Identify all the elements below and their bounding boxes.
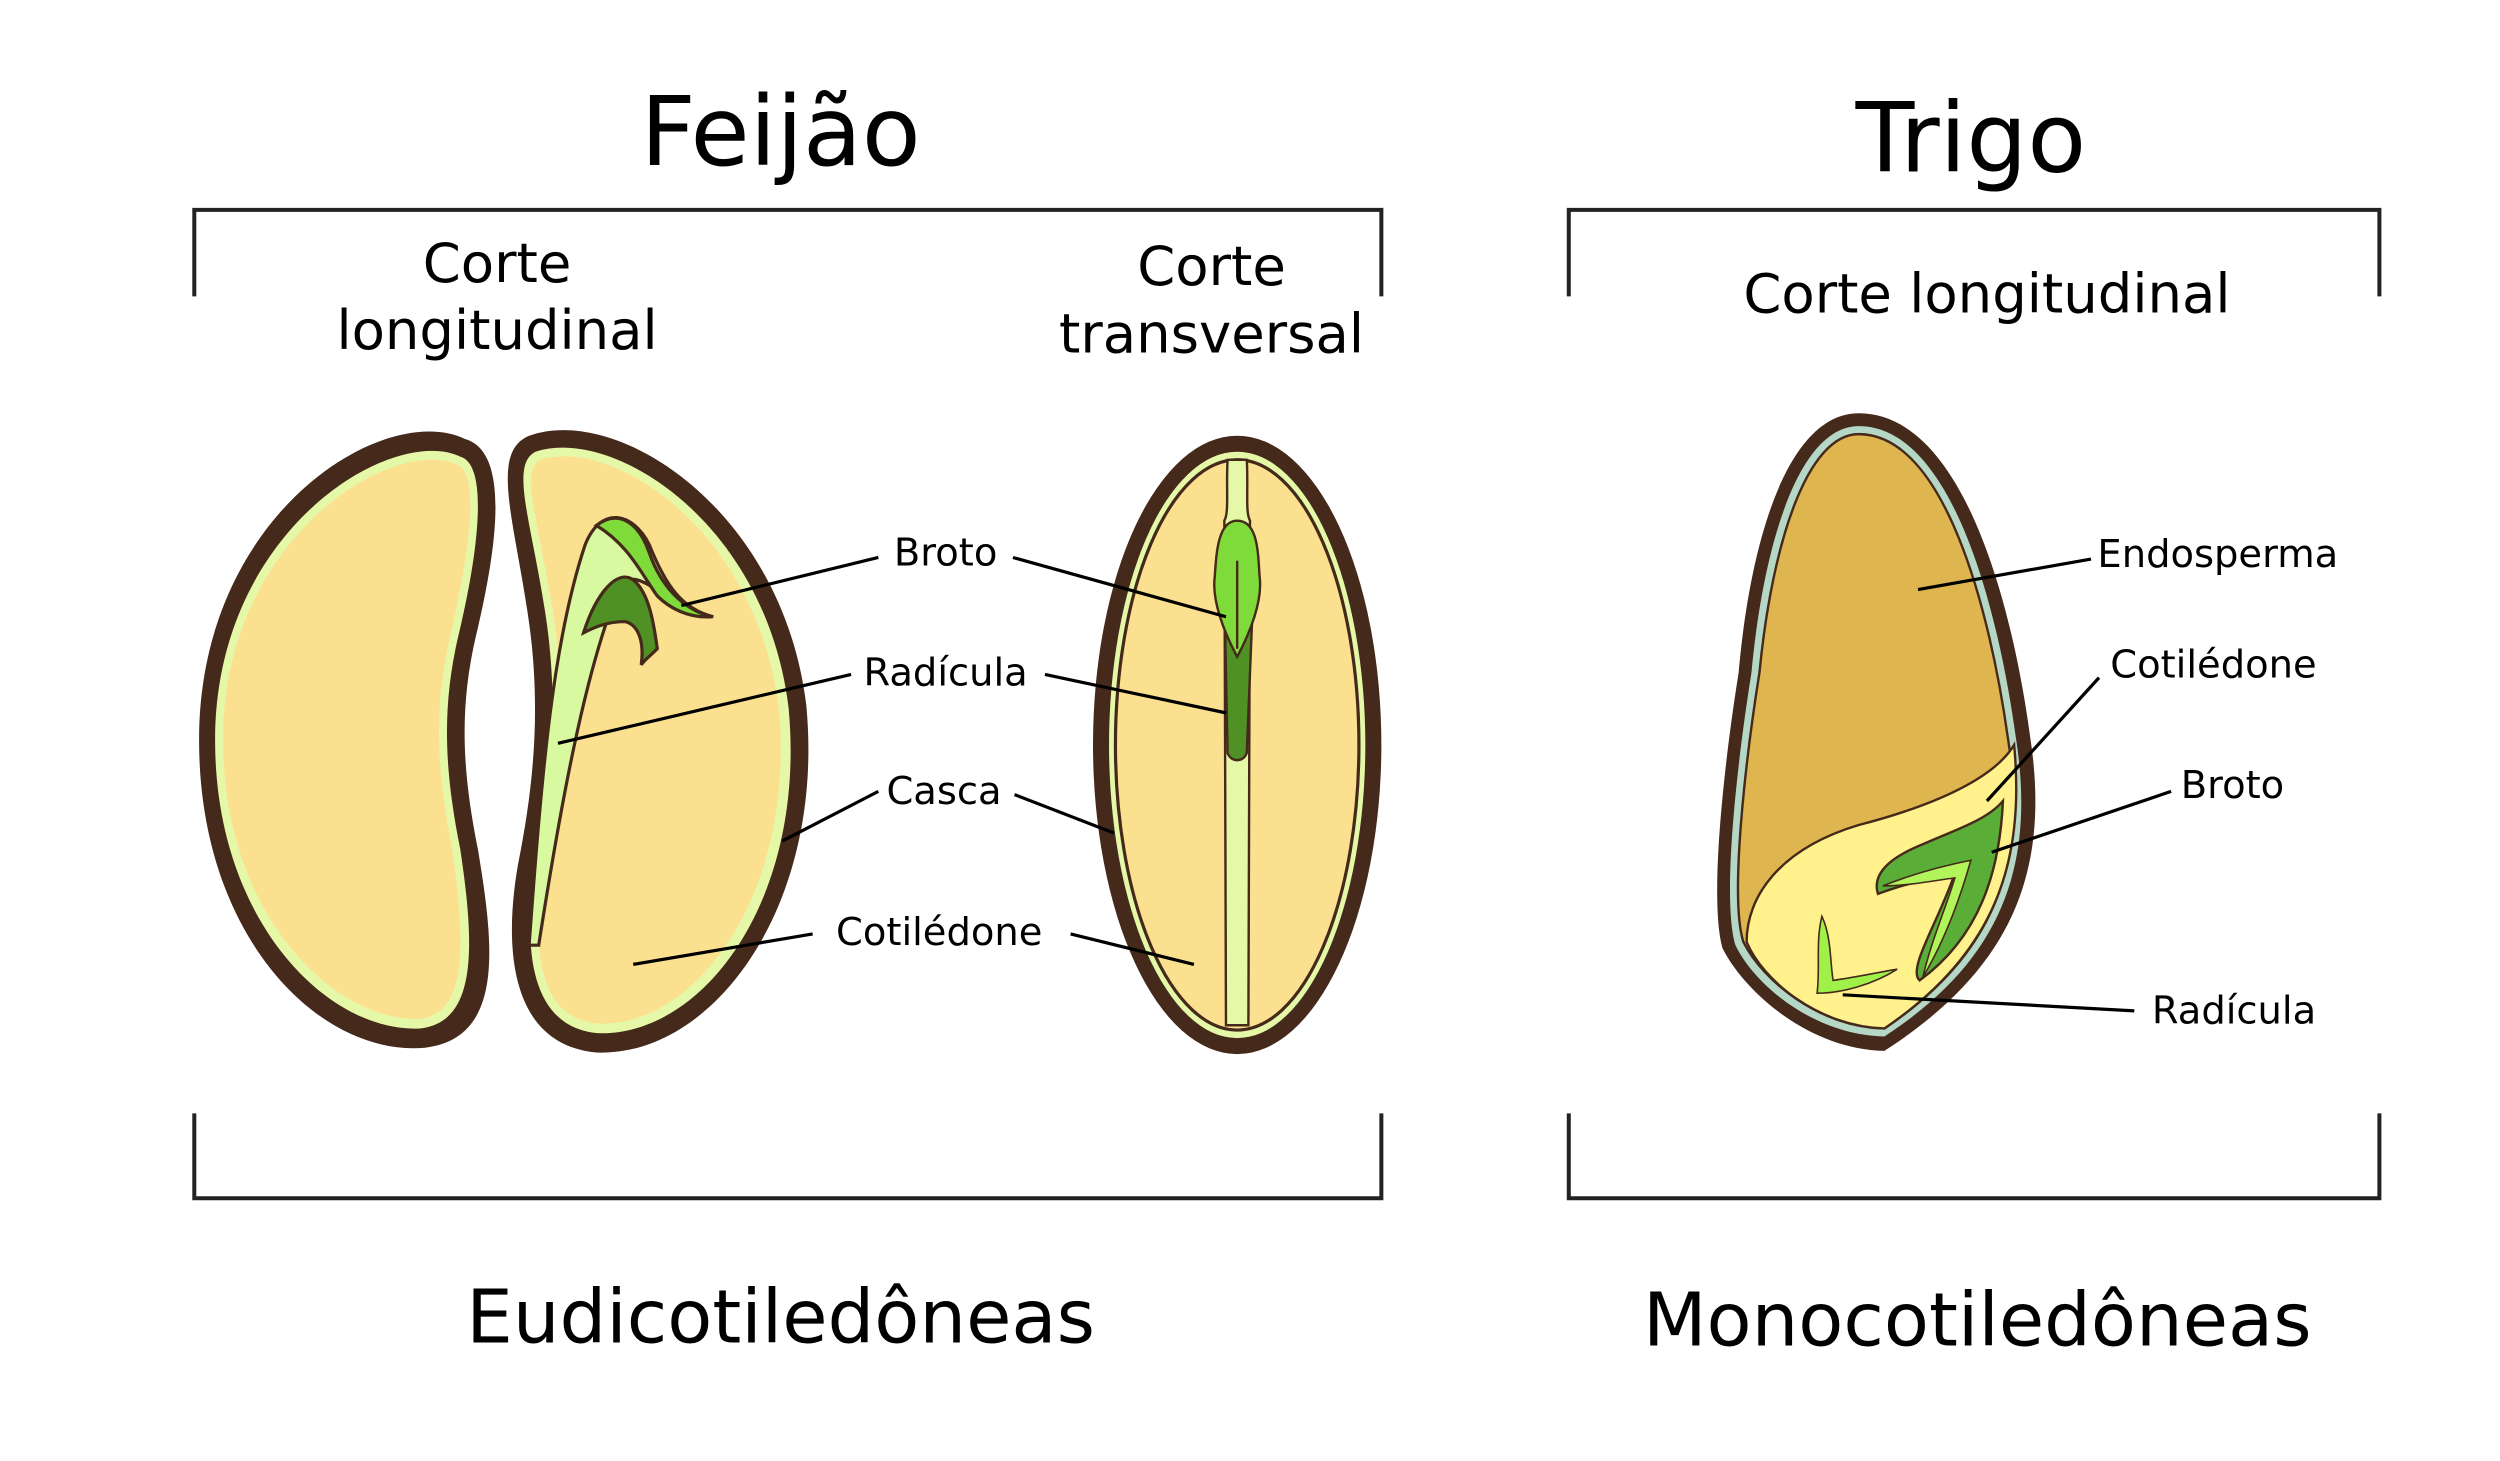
- label-bean-casca: Casca: [886, 769, 1001, 814]
- label-wheat-cotiledone: Cotilédone: [2110, 643, 2316, 688]
- bracket-top-left: [192, 207, 1384, 297]
- wheat-grain: [1717, 413, 2036, 1051]
- title-trigo: Trigo: [1855, 82, 2087, 194]
- bean-shoot-light: [593, 516, 713, 619]
- heading-bean-longitudinal-1: Corte: [423, 231, 572, 295]
- bracket-bottom-left: [192, 1113, 1384, 1201]
- heading-wheat-longitudinal: Corte longitudinal: [1743, 261, 2230, 325]
- label-wheat-endosperma: Endosperma: [2097, 532, 2338, 577]
- label-bean-radicula: Radícula: [864, 651, 1028, 696]
- bracket-top-right: [1566, 207, 2382, 297]
- bean-leader-lines: [557, 555, 1227, 966]
- title-feijao: Feijão: [640, 76, 920, 188]
- label-wheat-radicula: Radícula: [2152, 989, 2316, 1034]
- bean-shoot-dark: [580, 575, 659, 666]
- heading-bean-longitudinal-2: longitudinal: [336, 298, 657, 362]
- wheat-leader-lines: [1842, 557, 2172, 1013]
- label-bean-cotiledone: Cotilédone: [836, 910, 1042, 955]
- group-eudicotiledoneas: Eudicotiledôneas: [466, 1275, 1095, 1360]
- label-wheat-broto: Broto: [2181, 763, 2284, 808]
- heading-bean-transversal-1: Corte: [1137, 234, 1286, 298]
- label-bean-broto: Broto: [894, 530, 997, 575]
- wheat-radicle: [1816, 913, 1898, 995]
- bean-left-half: [199, 431, 496, 1049]
- heading-bean-transversal-2: transversal: [1059, 301, 1364, 365]
- bracket-bottom-right: [1566, 1113, 2382, 1201]
- bean-radicle: [527, 515, 714, 947]
- group-monocotiledoneas: Monocotiledôneas: [1643, 1279, 2312, 1364]
- bean-transversal: [1093, 435, 1382, 1055]
